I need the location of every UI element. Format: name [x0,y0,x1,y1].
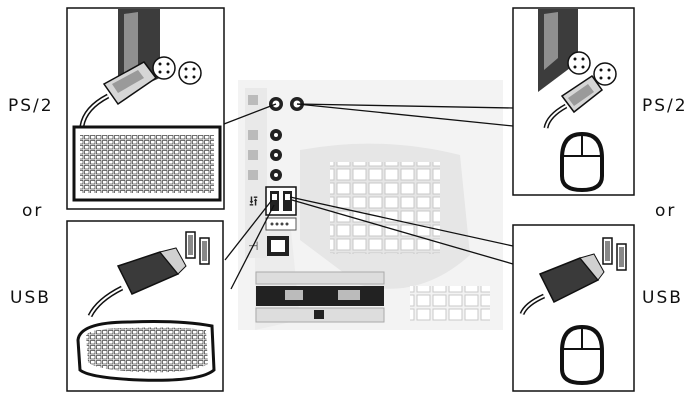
expansion-slot [256,286,384,306]
audio-port-icon [248,170,258,180]
ps2-socket-icon [594,63,616,85]
computer-back-panel: ⭿ ⊣ [238,80,503,330]
ps2-port-icon [248,95,258,105]
lower-vent-grille [410,286,490,322]
usb-keyboard-panel [67,221,223,391]
ps2-socket-icon [568,52,590,74]
usb-mouse-panel [513,225,634,391]
vent-grille [330,162,440,254]
ps2-mouse-panel [513,8,634,195]
ps2-keyboard-panel [67,8,224,209]
ps2-socket-icon [179,62,201,84]
audio-port-icon [248,150,258,160]
audio-port-icon [248,130,258,140]
ps2-socket-icon [153,57,175,79]
usb-symbol-icon: ⭿ [249,194,258,210]
